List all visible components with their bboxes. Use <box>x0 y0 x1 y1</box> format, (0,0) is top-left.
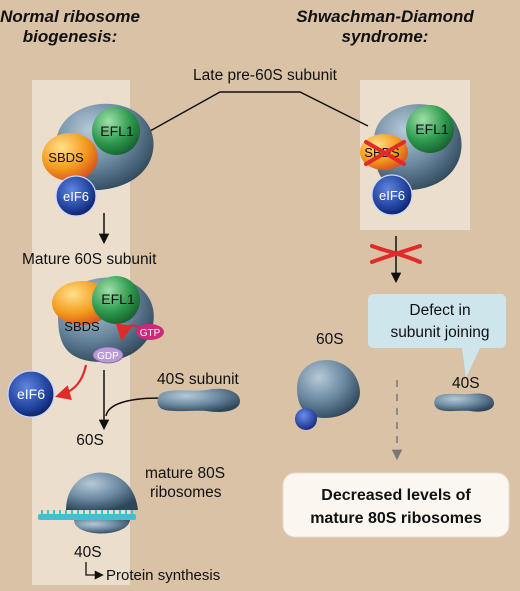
gdp-molecule <box>92 346 124 364</box>
mature-60s-label: Mature 60S subunit <box>22 251 157 268</box>
efl1-label: EFL1 <box>415 121 449 137</box>
40s-right-label: 40S <box>452 375 480 392</box>
efl1-label: EFL1 <box>101 291 135 307</box>
gdp-label: GDP <box>97 351 119 362</box>
sbds-protein <box>42 133 98 181</box>
mrna-strand <box>38 514 136 520</box>
heading-left-line1: Normal ribosome <box>0 7 140 26</box>
late-pre-60s-label: Late pre-60S subunit <box>193 67 338 84</box>
gtp-label: GTP <box>140 328 161 339</box>
released-eif6-label: eIF6 <box>17 386 45 402</box>
heading-right-line1: Shwachman-Diamond <box>296 7 474 26</box>
efl1-protein <box>92 276 140 324</box>
eif6-release-arrow <box>55 364 88 401</box>
block-cross-icon <box>370 244 422 264</box>
60s-right-subunit <box>297 359 360 418</box>
heading-right-line2: syndrome: <box>342 27 429 46</box>
efl1-protein <box>406 105 454 153</box>
protein-synthesis-arrow <box>85 562 104 580</box>
40s-bottom-label: 40S <box>74 544 102 561</box>
40s-subunit-label: 40S subunit <box>157 371 240 388</box>
sbds-label: SBDS <box>64 319 100 334</box>
defect-callout: Defect in subunit joining <box>368 294 506 378</box>
late-pre-60s-connector <box>149 91 369 132</box>
60s-right-label: 60S <box>316 331 344 348</box>
protein-synthesis-label: Protein synthesis <box>106 567 220 584</box>
decreased-levels-box <box>282 472 510 538</box>
sbds-label: SBDS <box>48 150 84 165</box>
60s-left-label: 60S <box>76 432 104 449</box>
eif6-label: eIF6 <box>63 189 89 204</box>
efl1-protein <box>92 107 140 155</box>
sbds-defect-cross-icon <box>364 140 406 166</box>
decreased-line1: Decreased levels of <box>321 487 471 504</box>
heading-left-line2: biogenesis: <box>23 27 117 46</box>
40s-subunit-shape <box>157 388 240 412</box>
mature-60s-complex: EFL1 SBDS GTP GDP <box>52 276 164 364</box>
released-eif6 <box>7 370 55 418</box>
40s-right-subunit <box>434 393 494 412</box>
decreased-line2: mature 80S ribosomes <box>310 510 482 527</box>
efl1-label: EFL1 <box>100 123 134 139</box>
gtp-molecule <box>136 324 164 340</box>
eif6-label: eIF6 <box>379 188 405 203</box>
mature-80s-label-line1: mature 80S <box>145 465 225 482</box>
defect-label-line1: Defect in <box>409 302 470 319</box>
bound-eif6-dot <box>295 408 317 430</box>
mature-80s-ribosome <box>38 472 138 534</box>
eif6-protein <box>55 175 97 217</box>
mrna-ticks <box>41 510 133 514</box>
40s-joining-connector <box>105 397 161 417</box>
late-pre-60s-complex-normal: EFL1 SBDS eIF6 <box>42 103 154 217</box>
eif6-protein <box>371 174 413 216</box>
defect-label-line2: subunit joining <box>390 324 489 341</box>
mature-80s-label-line2: ribosomes <box>150 484 222 501</box>
late-pre-60s-complex-sds: EFL1 SBDS eIF6 <box>360 104 462 216</box>
